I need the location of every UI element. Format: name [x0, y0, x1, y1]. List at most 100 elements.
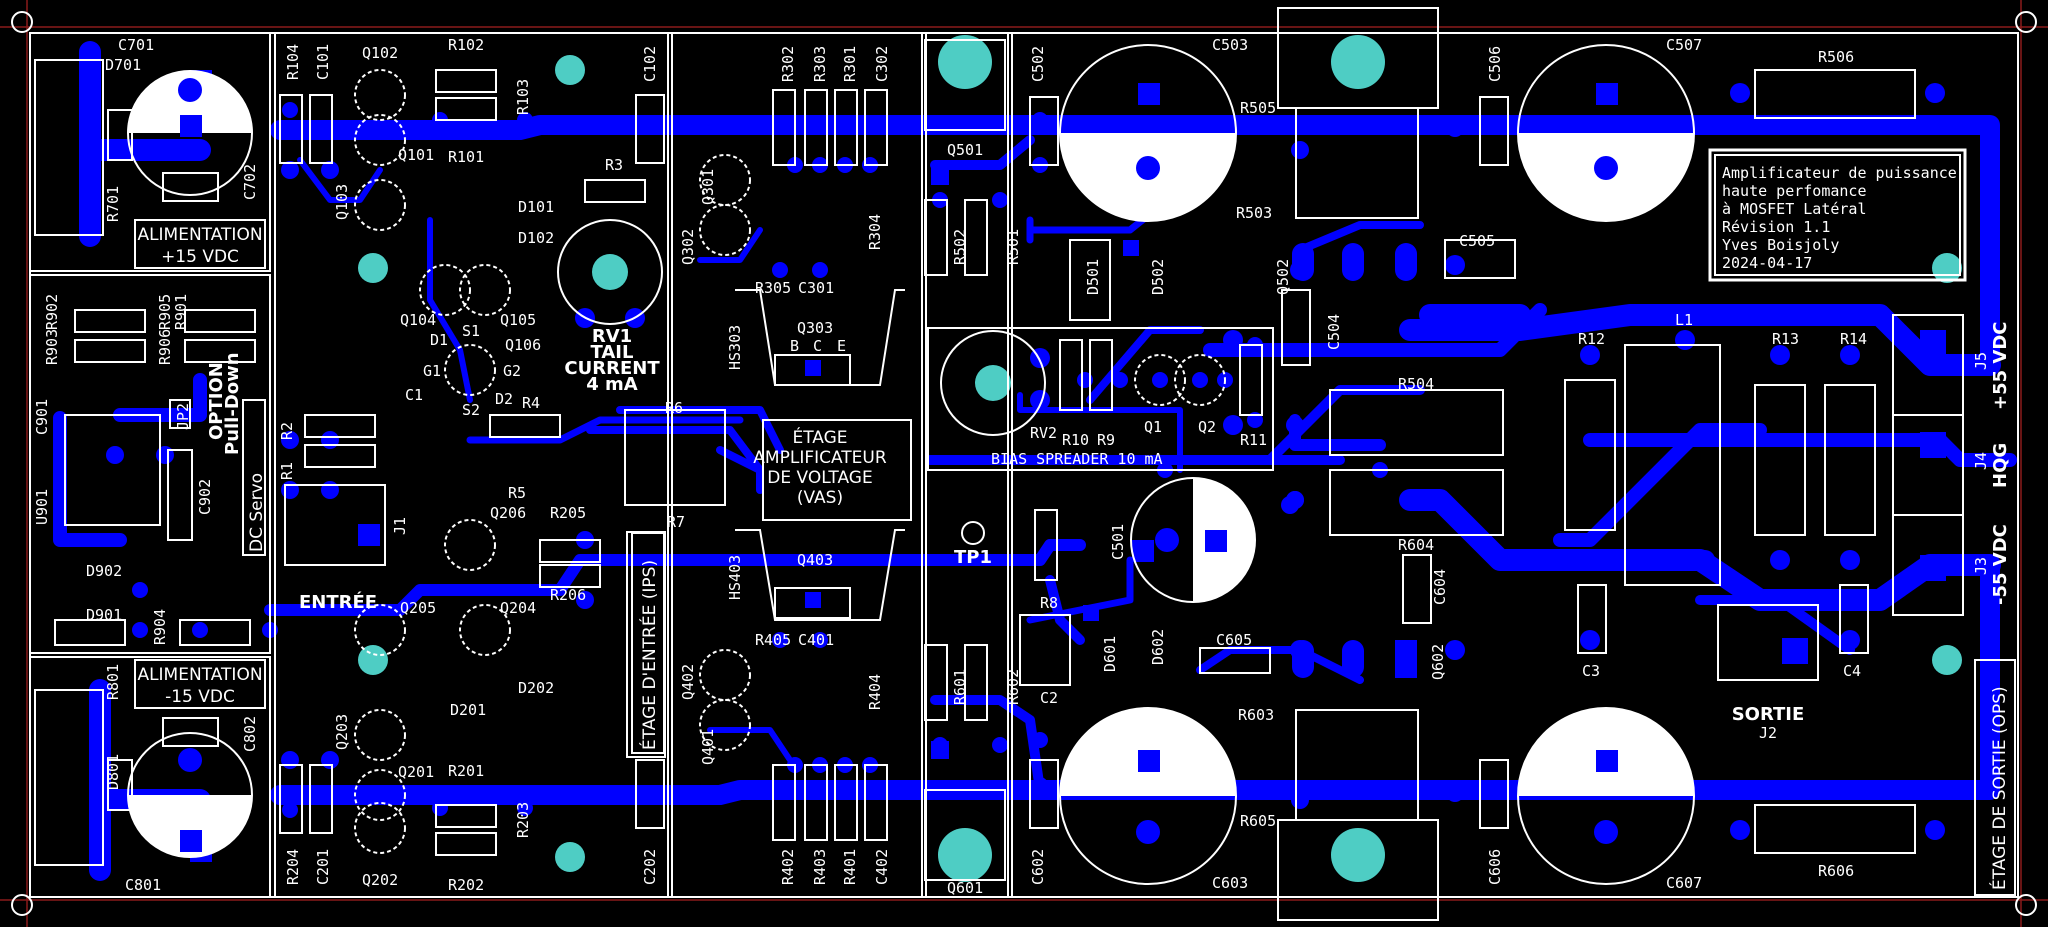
- ref-c102: C102: [641, 46, 659, 82]
- ref-r905: R905: [156, 294, 174, 330]
- ref-d2: D2: [495, 390, 513, 408]
- ref-q101: Q101: [398, 146, 434, 164]
- j4-label: J4: [1972, 452, 1990, 470]
- ref-l1: L1: [1675, 311, 1693, 329]
- ref-c603: C603: [1212, 874, 1248, 892]
- designators-ips: R104 C101 Q102 R102 R103 R101 Q101 Q103 …: [278, 36, 685, 894]
- ref-c702: C702: [241, 164, 259, 200]
- ref-q106: Q106: [505, 336, 541, 354]
- ref-r205: R205: [550, 504, 586, 522]
- ref-c1: C1: [405, 386, 423, 404]
- ref-r7: R7: [667, 513, 685, 531]
- vas-label-4: (VAS): [797, 488, 843, 508]
- ref-r505: R505: [1240, 99, 1276, 117]
- ref-r11: R11: [1240, 431, 1267, 449]
- ref-q501: Q501: [947, 141, 983, 159]
- ref-d201: D201: [450, 701, 486, 719]
- ref-q401: Q401: [699, 729, 717, 765]
- j1-label: J1: [391, 517, 409, 535]
- ref-r301: R301: [841, 46, 859, 82]
- ref-r13: R13: [1772, 330, 1799, 348]
- ref-r405: R405: [755, 631, 791, 649]
- ref-r2: R2: [278, 422, 296, 440]
- ref-c2: C2: [1040, 689, 1058, 707]
- ref-r404: R404: [866, 674, 884, 710]
- designators-vas: R302 R303 R301 C302 Q301 Q302 R304 R305 …: [679, 46, 1267, 897]
- ref-r104: R104: [284, 44, 302, 80]
- ref-r304: R304: [866, 214, 884, 250]
- ref-c3: C3: [1582, 662, 1600, 680]
- designators-ops: C503 R505 R503 C506 C507 R506 Q502 C505 …: [1212, 36, 1867, 892]
- ref-r501: R501: [1004, 229, 1022, 265]
- ref-q303-b: B: [790, 337, 799, 355]
- ref-d902: D902: [86, 562, 122, 580]
- copper-traces: [53, 41, 2017, 881]
- ref-q601: Q601: [947, 879, 983, 897]
- ref-r602: R602: [1004, 669, 1022, 705]
- ref-c302: C302: [873, 46, 891, 82]
- ref-r8: R8: [1040, 594, 1058, 612]
- ref-r604: R604: [1398, 536, 1434, 554]
- pos55-label: +55 VDC: [1990, 322, 2011, 410]
- vas-label-3: DE VOLTAGE: [767, 468, 872, 488]
- ref-c602: C602: [1029, 849, 1047, 885]
- psu-neg-label-1: ALIMENTATION: [137, 665, 262, 685]
- ref-r206: R206: [550, 586, 586, 604]
- psu-pos-label-2: +15 VDC: [161, 247, 239, 267]
- ref-c506: C506: [1486, 46, 1504, 82]
- ref-c502: C502: [1029, 46, 1047, 82]
- j2-label: J2: [1759, 724, 1777, 742]
- ref-r101: R101: [448, 148, 484, 166]
- psu-neg-label-2: -15 VDC: [165, 687, 235, 707]
- ref-c505: C505: [1459, 232, 1495, 250]
- title-line-6: 2024-04-17: [1722, 254, 1812, 272]
- ref-r305: R305: [755, 279, 791, 297]
- ref-s2: S2: [462, 401, 480, 419]
- ref-c201: C201: [314, 849, 332, 885]
- j3-label: J3: [1972, 557, 1990, 575]
- ref-q502: Q502: [1274, 259, 1292, 295]
- tail-label-1: RV1: [592, 326, 632, 347]
- ref-r401: R401: [841, 849, 859, 885]
- title-line-4: Révision 1.1: [1722, 218, 1830, 236]
- ref-c301: C301: [798, 279, 834, 297]
- ref-q403: Q403: [797, 551, 833, 569]
- ref-r303: R303: [811, 46, 829, 82]
- ref-r603: R603: [1238, 706, 1274, 724]
- ref-r4: R4: [522, 394, 540, 412]
- ref-c202: C202: [641, 849, 659, 885]
- ref-c101: C101: [314, 44, 332, 80]
- testpoint-label: TP1: [954, 547, 992, 568]
- option-label-2: Pull-Down: [222, 352, 243, 455]
- title-block: Amplificateur de puissance haute perfoma…: [1722, 164, 1957, 272]
- dc-servo-label: DC Servo: [247, 473, 267, 552]
- ref-r403: R403: [811, 849, 829, 885]
- ref-q205: Q205: [400, 599, 436, 617]
- ref-s1: S1: [462, 322, 480, 340]
- ref-c507: C507: [1666, 36, 1702, 54]
- ref-q303-e: E: [837, 337, 846, 355]
- silkscreen-outlines: [29, 7, 2019, 921]
- ref-c605: C605: [1216, 631, 1252, 649]
- input-label: ENTRÉE: [299, 591, 377, 613]
- ref-r402: R402: [779, 849, 797, 885]
- ref-c801: C801: [125, 876, 161, 894]
- ref-r701: R701: [104, 186, 122, 222]
- option-label-1: OPTION: [206, 362, 227, 440]
- ref-r1: R1: [278, 462, 296, 480]
- psu-pos-label-1: ALIMENTATION: [137, 225, 262, 245]
- ref-r5: R5: [508, 484, 526, 502]
- ref-r3: R3: [605, 156, 623, 174]
- title-line-1: Amplificateur de puissance: [1722, 164, 1957, 182]
- ref-r6: R6: [665, 399, 683, 417]
- ref-r102: R102: [448, 36, 484, 54]
- ref-q202: Q202: [362, 871, 398, 889]
- ref-d901: D901: [86, 606, 122, 624]
- ref-r906: R906: [156, 329, 174, 365]
- ref-r801: R801: [104, 664, 122, 700]
- ref-d102: D102: [518, 229, 554, 247]
- ref-r9: R9: [1097, 431, 1115, 449]
- output-label: SORTIE: [1732, 704, 1805, 725]
- title-line-2: haute perfomance: [1722, 182, 1867, 200]
- designators-psu: C701 D701 R701 C702 R903 R902 R906 R905 …: [33, 36, 259, 894]
